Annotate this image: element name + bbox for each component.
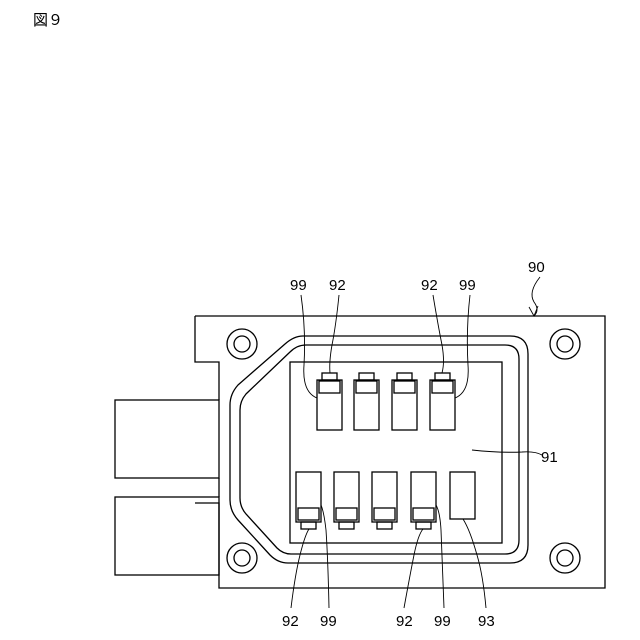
seal-inner <box>240 345 519 554</box>
label-92-top-left: 92 <box>329 277 346 294</box>
label-99-top-left: 99 <box>290 277 307 294</box>
label-90: 90 <box>528 259 545 276</box>
upper-component-3 <box>392 373 417 430</box>
lower-component-93 <box>450 472 475 519</box>
label-93: 93 <box>478 613 495 630</box>
label-99-top-right: 99 <box>459 277 476 294</box>
label-92-bottom-right: 92 <box>396 613 413 630</box>
housing-left-edge <box>195 316 219 400</box>
lower-component-1 <box>296 472 321 529</box>
label-99-bottom-left: 99 <box>320 613 337 630</box>
mounting-hole-bottom-left <box>227 543 257 573</box>
label-92-top-right: 92 <box>421 277 438 294</box>
lower-component-2 <box>334 472 359 529</box>
circuit-board <box>290 362 502 543</box>
lower-component-4 <box>411 472 436 529</box>
upper-component-1 <box>317 373 342 430</box>
label-91: 91 <box>541 449 558 466</box>
mounting-hole-top-right <box>550 329 580 359</box>
side-connector-lower <box>115 497 219 575</box>
leader-lines <box>291 277 542 608</box>
lower-component-3 <box>372 472 397 529</box>
label-99-bottom-right: 99 <box>434 613 451 630</box>
upper-component-2 <box>354 373 379 430</box>
mounting-hole-top-left <box>227 329 257 359</box>
upper-component-4 <box>430 373 455 430</box>
mounting-hole-bottom-right <box>550 543 580 573</box>
label-92-bottom-left: 92 <box>282 613 299 630</box>
side-connector-upper <box>115 400 219 478</box>
